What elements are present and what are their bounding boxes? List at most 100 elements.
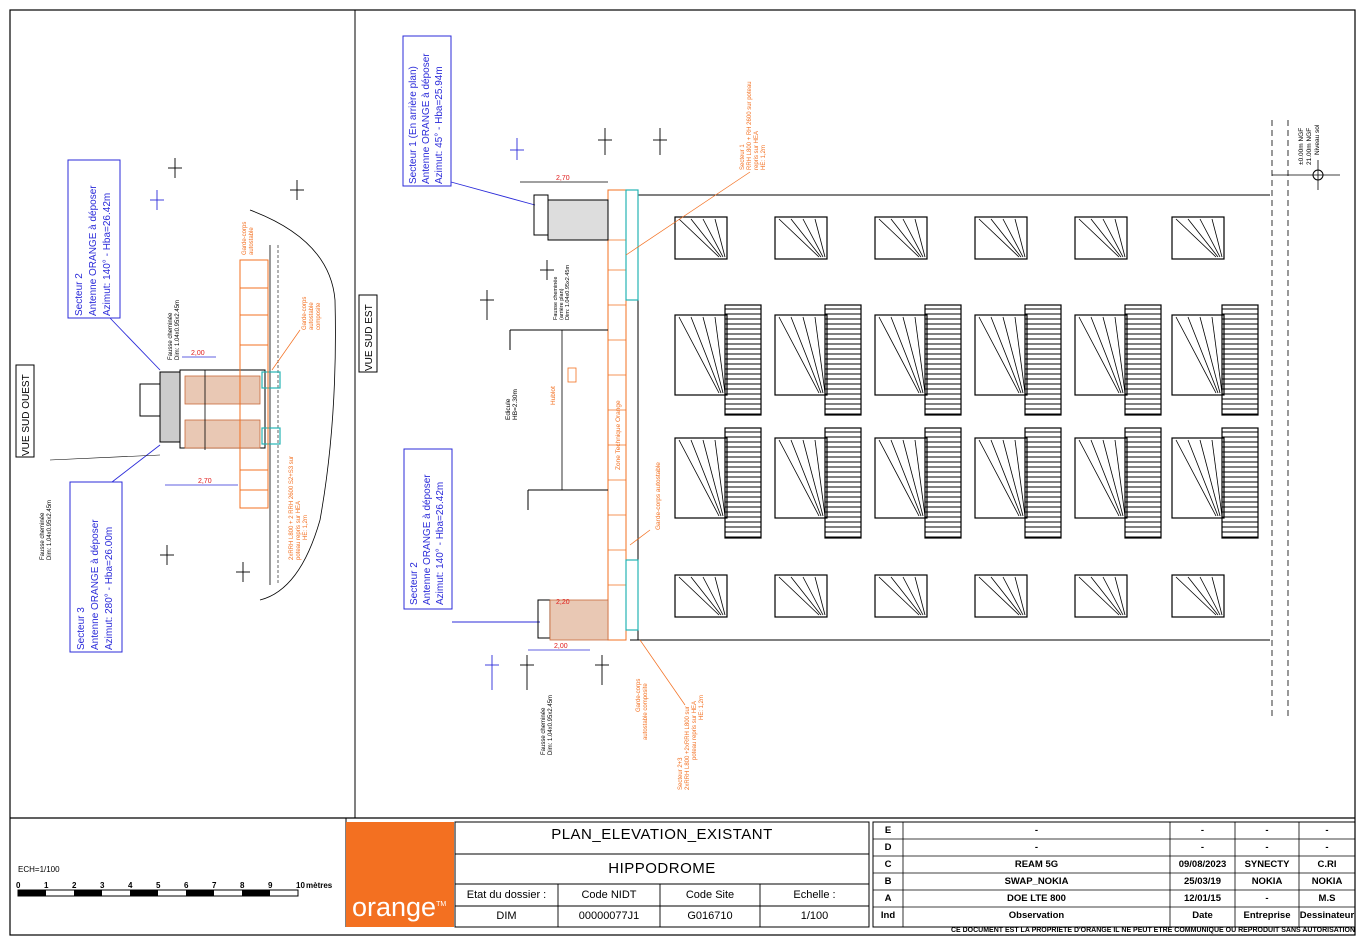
- window: [674, 437, 728, 519]
- orange-logo-word: orangeTM: [352, 892, 446, 923]
- revision-dessinateur: -: [1325, 842, 1329, 853]
- header-etat: Etat du dossier :: [466, 889, 547, 901]
- right-chimney-top-2: (arrière plan): [559, 288, 565, 320]
- revision-observation: -: [1034, 825, 1039, 836]
- right-sector2-box: [403, 448, 453, 610]
- window: [974, 437, 1028, 519]
- right-sector1-box: [402, 35, 452, 187]
- revision-date: 12/01/15: [1184, 893, 1221, 904]
- scale-tick-label: 9: [268, 881, 273, 890]
- revision-date: -: [1200, 842, 1205, 853]
- left-view-label-box: [15, 364, 35, 458]
- balcony: [1024, 427, 1062, 539]
- window: [1171, 314, 1225, 396]
- left-guard2-1: Garde-corps: [302, 297, 308, 330]
- balcony: [1124, 304, 1162, 416]
- logo-word: orange: [352, 892, 437, 922]
- revision-header-dessinateur: Dessinateur: [1299, 910, 1355, 921]
- s23-note-1: Secteur 2+3: [678, 757, 684, 790]
- hublot-label: Hublot: [550, 386, 557, 405]
- balcony: [924, 304, 962, 416]
- revision-ind: E: [884, 825, 892, 836]
- balcony: [924, 427, 962, 539]
- revision-entreprise: SYNECTY: [1244, 859, 1290, 870]
- revision-header-observation: Observation: [1008, 910, 1065, 921]
- balcony: [724, 427, 762, 539]
- guard-bottom-2: autostable composite: [643, 683, 649, 740]
- orange-logo: orangeTM: [346, 822, 454, 927]
- right-chimney-bottom-1: Fausse cheminée: [541, 707, 547, 755]
- revision-dessinateur: C.RI: [1317, 859, 1337, 870]
- s1-note-2: RRH L800 + RH 2600 sur poteau: [747, 81, 753, 170]
- revision-date: 25/03/19: [1184, 876, 1221, 887]
- s23-note-2: 2xRRH L800 +2xRRH L800 sur: [685, 706, 691, 790]
- right-chimney-top-3: Dim: 1.04x0.95x2.45m: [565, 265, 571, 320]
- left-guard2-2: autostable: [309, 302, 315, 330]
- left-guard1-1: Garde-corps: [242, 222, 248, 255]
- value-etat: DIM: [496, 910, 517, 922]
- left-sector3-line2: Antenne ORANGE à déposer: [90, 519, 101, 650]
- revision-ind: D: [884, 842, 892, 853]
- right-dim-bottom: 2,00: [554, 643, 568, 650]
- window: [1074, 437, 1128, 519]
- left-view-label: VUE SUD OUEST: [21, 374, 32, 456]
- header-nidt: Code NIDT: [581, 889, 637, 901]
- window: [674, 314, 728, 396]
- scale-tick-label: 5: [156, 881, 161, 890]
- window: [674, 216, 728, 260]
- window: [874, 574, 928, 618]
- window: [1074, 574, 1128, 618]
- right-sector1-line2: Antenne ORANGE à déposer: [421, 53, 432, 184]
- revision-date: 09/08/2023: [1178, 859, 1227, 870]
- left-view: VUE SUD OUEST Secteur 2 Antenne ORANGE à…: [15, 158, 336, 653]
- header-echelle: Echelle :: [793, 889, 836, 901]
- revision-header-date: Date: [1192, 910, 1213, 921]
- balcony: [1221, 427, 1259, 539]
- logo-tm: TM: [436, 901, 447, 908]
- scale-tick-label: 4: [128, 881, 133, 890]
- window: [874, 216, 928, 260]
- left-sector2-line1: Secteur 2: [74, 273, 85, 316]
- balcony: [1124, 427, 1162, 539]
- scale-tick-label: 0: [16, 881, 21, 890]
- window: [774, 314, 828, 396]
- edicule-2: HB=2.30m: [512, 389, 519, 420]
- left-sector2-line2: Antenne ORANGE à déposer: [88, 185, 99, 316]
- revision-ind: C: [884, 859, 892, 870]
- zone-label: Zone Technique Orange: [615, 400, 622, 470]
- edicule-1: Edicule: [505, 398, 512, 420]
- right-sector2-line1: Secteur 2: [409, 562, 420, 605]
- revision-observation: -: [1034, 842, 1039, 853]
- header-site: Code Site: [685, 889, 735, 901]
- right-view-label: VUE SUD EST: [364, 304, 375, 371]
- guard-label: Garde-corps autostable: [655, 462, 662, 530]
- window: [1171, 216, 1225, 260]
- window-grid: [674, 216, 1259, 618]
- revision-entreprise: NOKIA: [1251, 876, 1283, 887]
- left-sector3-line1: Secteur 3: [76, 607, 87, 650]
- value-site: G016710: [687, 910, 733, 922]
- window: [1074, 314, 1128, 396]
- revision-entreprise: -: [1265, 842, 1269, 853]
- balcony: [724, 304, 762, 416]
- value-nidt: 00000077J1: [578, 910, 640, 922]
- left-sector2-line3: Azimut: 140° - Hba=26.42m: [102, 193, 113, 316]
- revision-observation: REAM 5G: [1014, 859, 1059, 870]
- left-dim-bottom: 2,70: [198, 478, 212, 485]
- balcony: [1024, 304, 1062, 416]
- window: [974, 574, 1028, 618]
- revision-entreprise: -: [1265, 893, 1269, 904]
- scale-tick-label: 3: [100, 881, 105, 890]
- scale-unit: mètres: [306, 881, 333, 890]
- left-rrh-1: 2xRRH L800 + 2 RRH 2600 S2+S3 sur: [289, 456, 295, 560]
- left-rrh-2: poteau repris sur HEA: [296, 501, 302, 560]
- window: [974, 216, 1028, 260]
- window: [974, 314, 1028, 396]
- guard-bottom-1: Garde-corps: [636, 679, 642, 712]
- site-name: HIPPODROME: [608, 860, 716, 877]
- window: [1074, 216, 1128, 260]
- s23-note-4: HE: 1,2m: [699, 695, 705, 720]
- left-chimney-top-2: Dim: 1.04x0.95x2.45m: [175, 300, 181, 360]
